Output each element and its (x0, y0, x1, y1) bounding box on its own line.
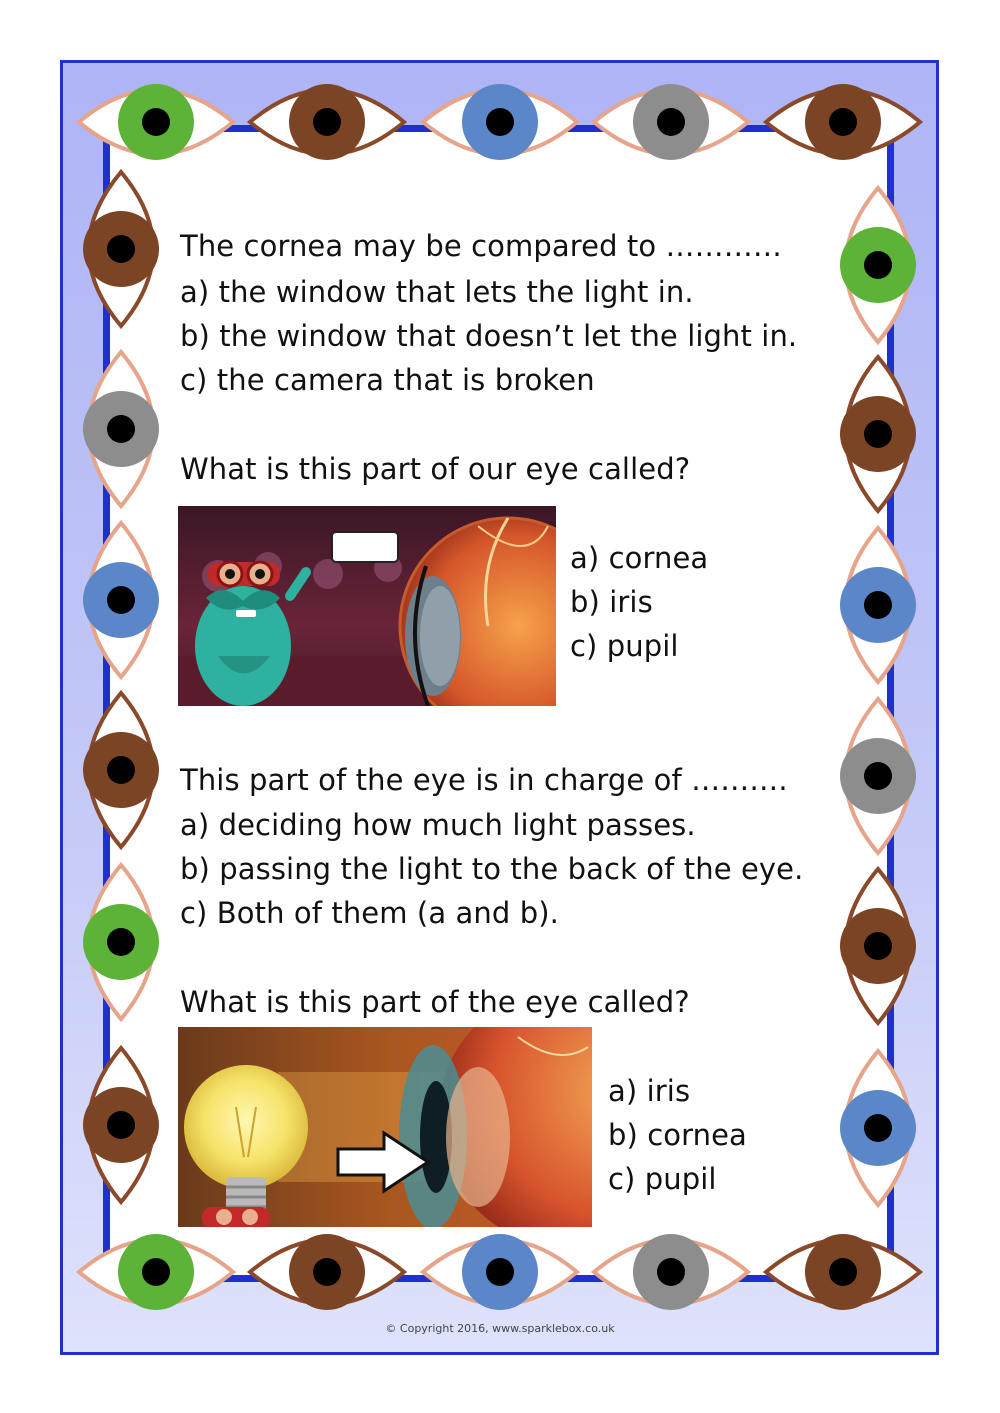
question-1-option-b: b) the window that doesn’t let the light… (180, 319, 798, 353)
eye-icon (419, 84, 581, 160)
question-1-option-a: a) the window that lets the light in. (180, 275, 694, 309)
question-3-option-a: a) deciding how much light passes. (180, 808, 696, 842)
eye-icon (762, 1234, 924, 1310)
question-3-option-b: b) passing the light to the back of the … (180, 852, 804, 886)
eye-icon (83, 689, 159, 851)
eye-icon (83, 348, 159, 510)
copyright-footer: © Copyright 2016, www.sparklebox.co.uk (385, 1322, 615, 1335)
eye-icon (83, 519, 159, 681)
eye-icon (762, 84, 924, 160)
eye-icon (83, 861, 159, 1023)
eye-icon (246, 1234, 408, 1310)
eye-icon (840, 184, 916, 346)
question-2-option-a: a) cornea (570, 541, 709, 575)
eye-icon (840, 1047, 916, 1209)
eye-icon (419, 1234, 581, 1310)
eye-icon (83, 1044, 159, 1206)
eye-icon (840, 695, 916, 857)
eye-icon (75, 1234, 237, 1310)
question-1-prompt: The cornea may be compared to ………… (180, 229, 782, 263)
eye-pupil-illustration (178, 1027, 592, 1227)
question-2-option-b: b) iris (570, 585, 653, 619)
question-1-option-c: c) the camera that is broken (180, 363, 595, 397)
eye-icon (83, 168, 159, 330)
eye-icon (590, 1234, 752, 1310)
eye-icon (840, 865, 916, 1027)
eye-icon (590, 84, 752, 160)
question-2-option-c: c) pupil (570, 629, 679, 663)
question-4-option-c: c) pupil (608, 1162, 717, 1196)
question-3-prompt: This part of the eye is in charge of ………… (180, 763, 788, 797)
eye-icon (246, 84, 408, 160)
eye-icon (840, 353, 916, 515)
eye-icon (840, 524, 916, 686)
eye-cornea-illustration (178, 506, 556, 706)
question-4-option-a: a) iris (608, 1074, 691, 1108)
eye-icon (75, 84, 237, 160)
question-3-option-c: c) Both of them (a and b). (180, 896, 559, 930)
question-2-prompt: What is this part of our eye called? (180, 452, 691, 486)
question-4-prompt: What is this part of the eye called? (180, 985, 690, 1019)
question-4-option-b: b) cornea (608, 1118, 747, 1152)
